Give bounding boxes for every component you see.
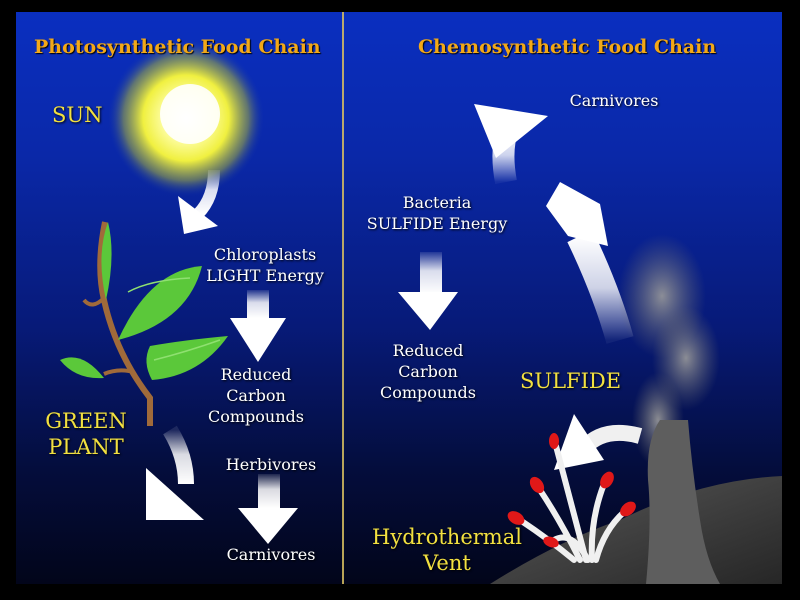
sun-to-plant-arrow [178, 169, 220, 234]
bacteria-label: Bacteria SULFIDE Energy [362, 192, 512, 234]
carnivores-label-right: Carnivores [569, 91, 659, 110]
vent-line-1: Hydrothermal [372, 525, 522, 549]
reduced-line-2: Carbon [226, 386, 286, 405]
tube-worm-plumes [507, 433, 636, 548]
plant-to-herbivore-arrow [146, 425, 204, 520]
carnivores-label-left: Carnivores [226, 545, 316, 564]
reduced-right-line-3: Compounds [380, 383, 476, 402]
reduced-line-3: Compounds [208, 407, 304, 426]
seafloor-rock [490, 476, 782, 584]
sun-core [160, 84, 220, 144]
reduced-carbon-label-left: Reduced Carbon Compounds [206, 364, 306, 427]
sun-label: SUN [52, 103, 103, 127]
reduced-line-1: Reduced [220, 365, 292, 384]
chloroplast-down-arrow [230, 290, 286, 362]
chloroplasts-line-1: Chloroplasts [213, 245, 317, 264]
herbivores-label: Herbivores [225, 455, 317, 474]
plant-stem [97, 221, 153, 426]
sulfide-label: SULFIDE [520, 369, 622, 393]
panel-divider [342, 12, 344, 584]
bacteria-to-carnivore-arrow [474, 104, 548, 185]
green-plant-line-1: GREEN [45, 409, 127, 433]
bacteria-line-2: SULFIDE Energy [366, 214, 508, 233]
sulfide-arrow [554, 414, 643, 470]
vent-to-bacteria-arrow [546, 182, 634, 344]
reduced-right-line-1: Reduced [392, 341, 464, 360]
chloroplasts-label: Chloroplasts LIGHT Energy [205, 244, 325, 286]
green-plant-line-2: PLANT [48, 435, 124, 459]
reduced-right-line-2: Carbon [398, 362, 458, 381]
green-plant-label: GREEN PLANT [44, 408, 128, 460]
vent-line-2: Vent [423, 551, 471, 575]
chemosynthetic-title: Chemosynthetic Food Chain [418, 36, 717, 58]
bacteria-line-1: Bacteria [402, 193, 472, 212]
vent-chimney [646, 420, 720, 584]
photosynthetic-title: Photosynthetic Food Chain [34, 36, 321, 58]
plant-leaves [60, 222, 228, 380]
herbivore-down-arrow [238, 474, 298, 544]
bacteria-down-arrow [398, 252, 458, 330]
reduced-carbon-label-right: Reduced Carbon Compounds [378, 340, 478, 403]
chloroplasts-line-2: LIGHT Energy [206, 266, 324, 285]
hydrothermal-vent-label: Hydrothermal Vent [372, 524, 522, 576]
